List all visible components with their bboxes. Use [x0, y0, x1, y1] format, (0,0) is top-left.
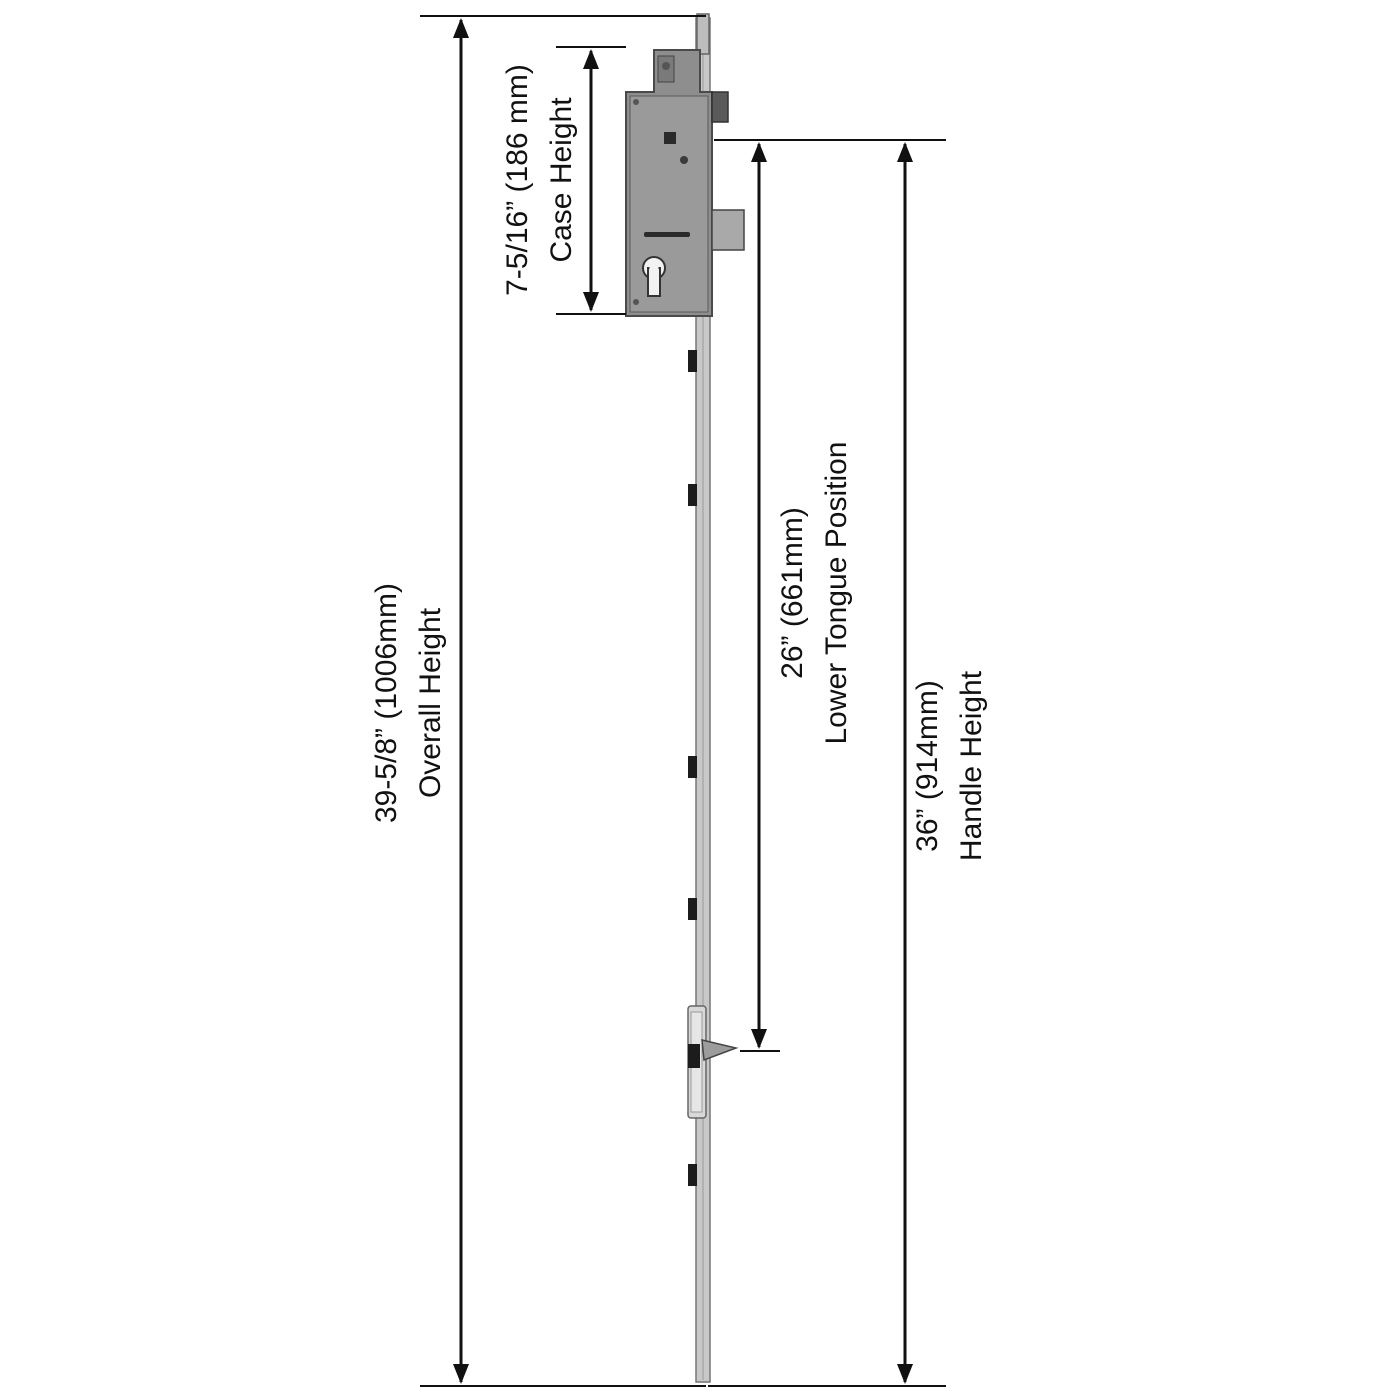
- lower-tongue-value: 26” (661mm): [776, 507, 809, 679]
- case-height-value: 7-5/16” (186 mm): [501, 64, 534, 296]
- overall-height-caption: Overall Height: [414, 607, 447, 799]
- overall-height-value: 39-5/8” (1006mm): [370, 582, 403, 824]
- handle-height-label: 36” (914mm) Handle Height: [906, 566, 994, 966]
- dimension-handle-lines: [708, 142, 946, 1387]
- dimension-overall-lines: [420, 15, 706, 1387]
- latch-bolt: [711, 91, 729, 123]
- lower-tongue-housing: [687, 1005, 739, 1119]
- handle-height-value: 36” (914mm): [911, 680, 944, 852]
- case-height-label: 7-5/16” (186 mm) Case Height: [496, 30, 584, 330]
- faceplate-top-tab: [696, 13, 710, 55]
- handle-height-caption: Handle Height: [955, 670, 988, 862]
- case-height-caption: Case Height: [545, 97, 578, 263]
- spindle-hole: [664, 132, 676, 144]
- lock-case: [625, 49, 745, 317]
- overall-height-label: 39-5/8” (1006mm) Overall Height: [365, 453, 453, 953]
- deadbolt: [711, 209, 745, 251]
- lower-tongue: [688, 1044, 700, 1068]
- dimension-case-lines: [556, 46, 626, 315]
- multipoint-lock: [625, 13, 745, 1383]
- lower-tongue-label: 26” (661mm) Lower Tongue Position: [771, 343, 859, 843]
- lower-tongue-caption: Lower Tongue Position: [820, 441, 853, 745]
- strip-tongues: [688, 350, 697, 1186]
- dimension-tongue-lines: [714, 139, 946, 1052]
- euro-cylinder-hole: [642, 256, 666, 297]
